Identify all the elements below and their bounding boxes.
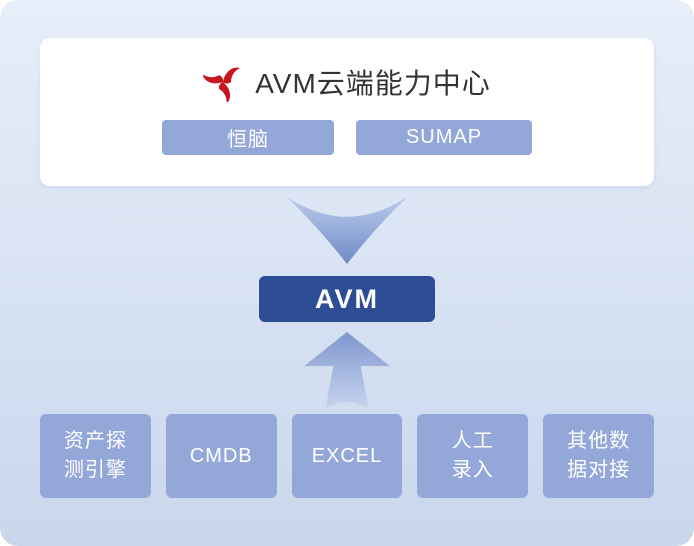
source-box-asset-discovery: 资产探 测引擎: [40, 414, 151, 498]
arrow-up-icon: [299, 332, 395, 408]
arrow-down-icon: [284, 196, 410, 264]
brand-cyclone-logo-icon: [203, 62, 243, 102]
source-box-manual-entry: 人工 录入: [417, 414, 529, 498]
chip-hengnao: 恒脑: [162, 120, 334, 155]
source-box-other-data: 其他数 据对接: [543, 414, 654, 498]
source-box-excel: EXCEL: [291, 414, 403, 498]
chip-sumap: SUMAP: [356, 120, 532, 155]
data-source-row: 资产探 测引擎 CMDB EXCEL 人工 录入 其他数 据对接: [40, 414, 654, 498]
card-title: AVM云端能力中心: [255, 68, 491, 99]
source-box-cmdb: CMDB: [165, 414, 277, 498]
card-title-row: AVM云端能力中心: [203, 62, 491, 102]
capability-chips: 恒脑 SUMAP: [162, 120, 532, 155]
avm-core-box: AVM: [259, 276, 435, 322]
cloud-capability-card: AVM云端能力中心 恒脑 SUMAP: [40, 38, 654, 186]
